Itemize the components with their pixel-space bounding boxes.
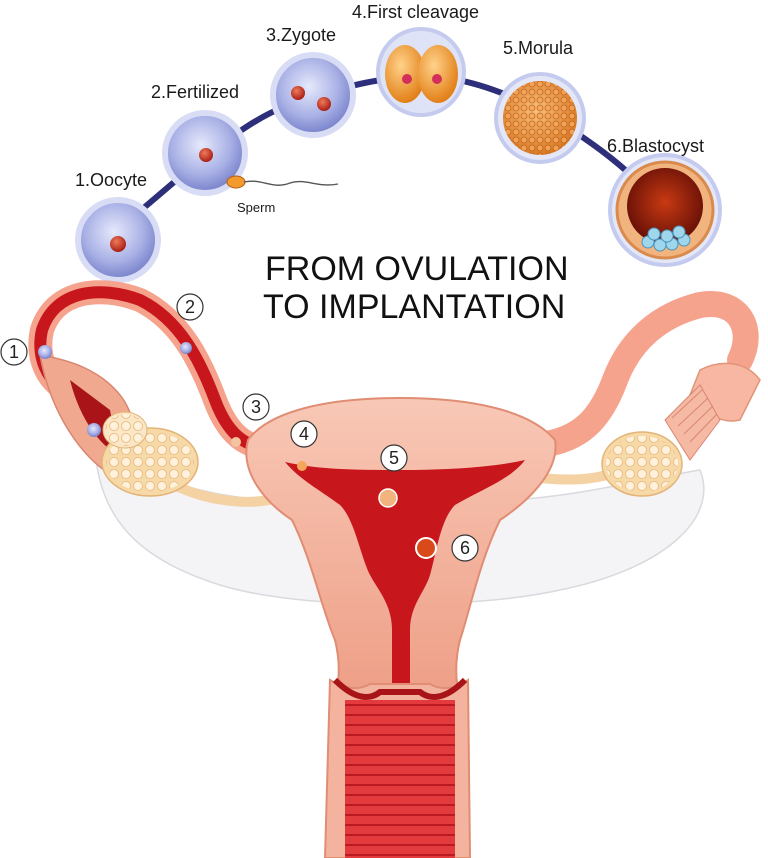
label-zygote: 3.Zygote [266,25,336,45]
svg-text:2: 2 [185,297,195,317]
svg-text:6: 6 [460,538,470,558]
stage-first-cleavage [376,27,466,117]
stage-morula [494,72,586,164]
nucleus-icon [110,236,126,252]
label-blastocyst: 6.Blastocyst [607,136,704,156]
svg-text:4: 4 [299,424,309,444]
marker-3: 3 [242,393,270,421]
label-morula: 5.Morula [503,38,574,58]
svg-text:1: 1 [9,342,19,362]
marker-2: 2 [176,293,204,321]
stage-blastocyst [608,153,722,267]
migrating-embryos [38,342,437,559]
title-line-1: FROM OVULATION [265,250,569,288]
uterine-cavity [285,460,525,690]
marker-1: 1 [0,338,28,366]
stage-zygote [270,52,356,138]
sperm-icon [226,175,339,189]
stage-oocyte [75,197,161,283]
title-line-2: TO IMPLANTATION [263,288,565,326]
right-fallopian-tube [527,291,759,458]
label-oocyte: 1.Oocyte [75,170,147,190]
label-fertilized: 2.Fertilized [151,82,239,102]
marker-5: 5 [380,444,408,472]
label-first-cleavage: 4.First cleavage [352,2,479,22]
nucleus-icon [199,148,213,162]
svg-text:5: 5 [389,448,399,468]
label-sperm: Sperm [237,200,275,215]
stage-fertilized [162,110,248,196]
marker-4: 4 [290,420,318,448]
svg-text:3: 3 [251,397,261,417]
marker-6: 6 [451,534,479,562]
